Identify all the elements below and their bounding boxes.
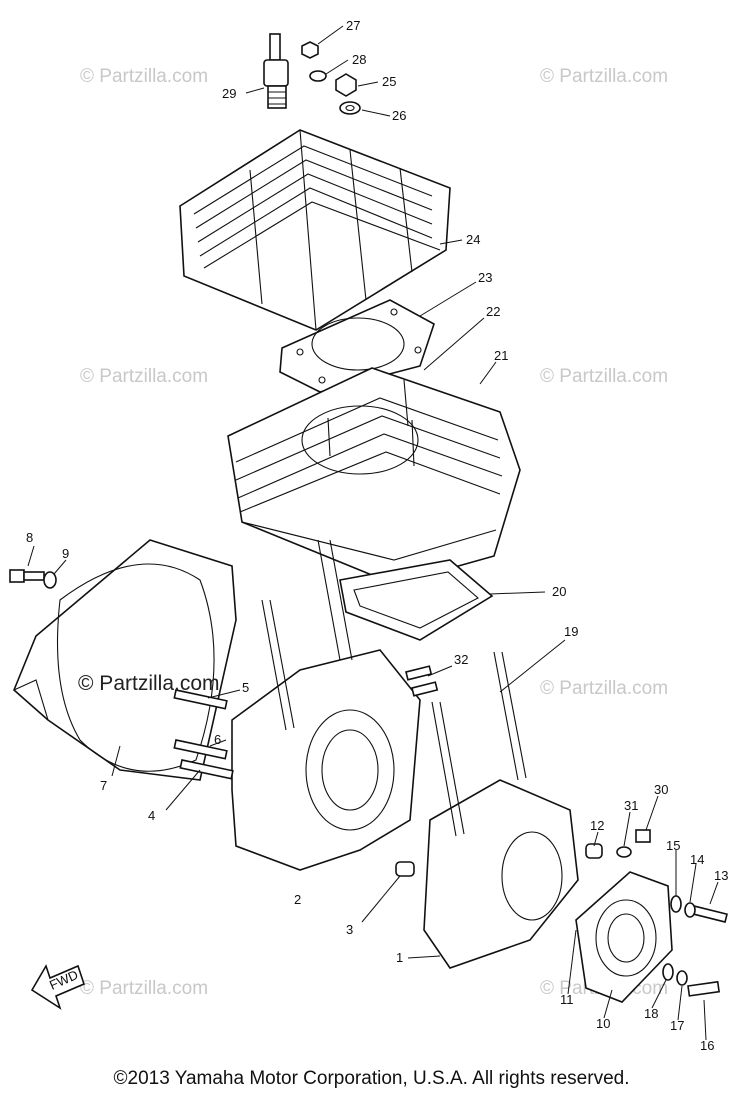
- callout-12: 12: [590, 818, 604, 833]
- callout-numbers: 27 28 25 26 29 24 23 22 21 20 19 32 8 9 …: [26, 18, 728, 1053]
- crankcase-cover: [13, 539, 237, 781]
- callout-13: 13: [714, 868, 728, 883]
- watermark: © Partzilla.com: [540, 66, 668, 87]
- leader-lines: [27, 25, 719, 1041]
- watermark: © Partzilla.com: [80, 366, 208, 387]
- watermark: © Partzilla.com: [540, 366, 668, 387]
- callout-30: 30: [654, 782, 668, 797]
- callout-4: 4: [148, 808, 155, 823]
- callout-28: 28: [352, 52, 366, 67]
- callout-7: 7: [100, 778, 107, 793]
- callout-8: 8: [26, 530, 33, 545]
- callout-25: 25: [382, 74, 396, 89]
- callout-14: 14: [690, 852, 704, 867]
- copyright-notice: ©2013 Yamaha Motor Corporation, U.S.A. A…: [113, 1068, 630, 1089]
- fasteners: [9, 569, 728, 997]
- callout-31: 31: [624, 798, 638, 813]
- callout-20: 20: [552, 584, 566, 599]
- callout-29: 29: [222, 86, 236, 101]
- callout-1: 1: [396, 950, 403, 965]
- spark-plug: [263, 33, 289, 109]
- watermark: © Partzilla.com: [540, 678, 668, 699]
- watermark-center: © Partzilla.com: [78, 672, 220, 695]
- fwd-arrow: FWD: [30, 964, 85, 1010]
- cylinder: [227, 367, 521, 585]
- crankcase-left: [423, 651, 579, 969]
- callout-19: 19: [564, 624, 578, 639]
- callout-15: 15: [666, 838, 680, 853]
- cylinder-head: [179, 129, 451, 331]
- callout-16: 16: [700, 1038, 714, 1053]
- watermark: © Partzilla.com: [80, 66, 208, 87]
- callout-18: 18: [644, 1006, 658, 1021]
- callout-6: 6: [214, 732, 221, 747]
- callout-27: 27: [346, 18, 360, 33]
- callout-10: 10: [596, 1016, 610, 1031]
- head-nuts-washers: [301, 41, 361, 115]
- callout-23: 23: [478, 270, 492, 285]
- crankcase-right: [231, 539, 421, 871]
- callout-9: 9: [62, 546, 69, 561]
- callout-5: 5: [242, 680, 249, 695]
- bearing-housing: [575, 871, 673, 1003]
- callout-11: 11: [560, 992, 574, 1007]
- callout-3: 3: [346, 922, 353, 937]
- callout-32: 32: [454, 652, 468, 667]
- head-gasket: [279, 299, 435, 393]
- base-gasket: [339, 559, 494, 641]
- callout-2: 2: [294, 892, 301, 907]
- callout-26: 26: [392, 108, 406, 123]
- callout-24: 24: [466, 232, 480, 247]
- callout-17: 17: [670, 1018, 684, 1033]
- callout-21: 21: [494, 348, 508, 363]
- callout-22: 22: [486, 304, 500, 319]
- watermark: © Partzilla.com: [80, 978, 208, 999]
